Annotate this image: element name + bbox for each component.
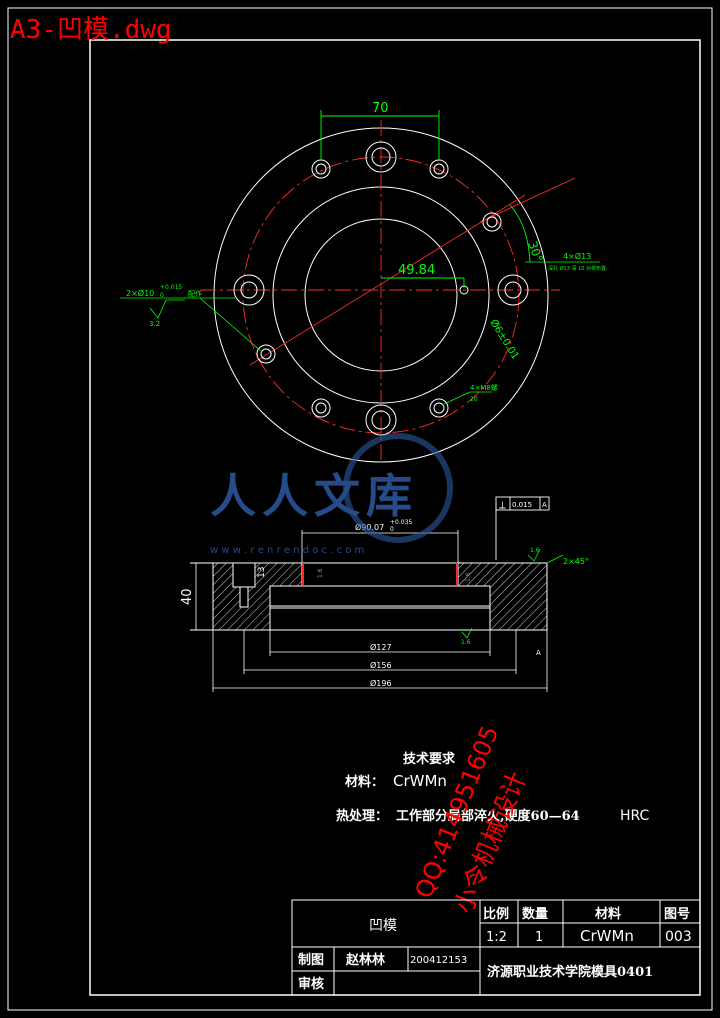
watermark-brand: 人人文库 (210, 469, 418, 523)
screw-hole-br (429, 398, 449, 418)
flatness-symbol: ⟂ (499, 500, 506, 511)
screw-hole-tl (311, 159, 331, 179)
value-qty: 1 (535, 930, 543, 945)
note-2x10: 2×Ø10 (126, 288, 154, 298)
section-left-hole-inner (239, 586, 249, 608)
hole-left (233, 274, 265, 306)
plan-view: 70 49.84 30° Ø6±0.01 4×Ø13 深孔 Ø13 深 10 对… (120, 101, 606, 463)
file-title: A3-凹模.dwg (10, 15, 172, 45)
datum-label: A (536, 649, 541, 657)
screw-hole-tr (429, 159, 449, 179)
rough-4: 1.6 (530, 547, 540, 554)
pin-hole-ll (256, 344, 276, 364)
material-label: 材料： (345, 774, 384, 790)
dim-phi90-tol2: 0 (390, 526, 394, 533)
leader-4xm8 (443, 391, 471, 405)
note-2x10-tol: +0.015 (160, 284, 182, 291)
heat-value: 工作部分局部淬火,硬度60—64 (396, 808, 580, 824)
dim-40-label: 40 (180, 588, 195, 605)
value-drawn-by: 赵林林 (345, 952, 385, 968)
flatness-value: 0.015 (512, 501, 532, 509)
dim-70-label: 70 (372, 101, 389, 116)
value-student-id: 200412153 (410, 955, 467, 966)
note-2x10-suffix: 配作 (188, 289, 202, 298)
roughness-symbol-bottom (461, 627, 473, 639)
hole-bottom (365, 404, 397, 436)
rough-3: 1.6 (461, 639, 471, 646)
dimension-phi196 (212, 630, 548, 692)
note-4x13: 4×Ø13 (563, 251, 591, 261)
label-check: 审核 (298, 976, 324, 992)
school-name: 济源职业技术学院模具0401 (487, 964, 653, 980)
header-scale: 比例 (483, 906, 509, 922)
dim-phi196-label: Ø196 (370, 678, 392, 688)
chamfer-leader (546, 554, 564, 564)
note-2x10-tol2: 0 (160, 292, 164, 299)
material-value: CrWMn (393, 772, 447, 790)
roughness-symbol-top (527, 548, 541, 562)
dimension-70 (320, 110, 440, 160)
value-scale: 1:2 (486, 930, 507, 945)
flatness-frame (495, 496, 550, 560)
dim-phi127-label: Ø127 (370, 642, 392, 652)
header-qty: 数量 (522, 906, 548, 922)
heat-label: 热处理： (336, 808, 388, 824)
part-name: 凹模 (369, 918, 397, 934)
dimension-49-84 (381, 277, 465, 288)
value-material: CrWMn (580, 927, 634, 945)
tech-req-heading: 技术要求 (403, 751, 456, 767)
chamfer-label: 2×45° (563, 557, 589, 566)
dim-phi90-label: Ø90.07 (355, 522, 384, 532)
note-4xm8-sub: 20 (470, 396, 478, 403)
watermark-url: w w w . r e n r e n d o c . c o m (210, 545, 364, 556)
roughness-symbol-left (149, 299, 185, 319)
dimension-phi156 (243, 630, 517, 674)
dim-13-label: 13 (257, 567, 267, 578)
flatness-ref: A (542, 501, 547, 509)
rough-1: 1.6 (317, 568, 324, 578)
heat-unit: HRC (620, 808, 650, 824)
angle-30-label: 30° (525, 239, 545, 264)
centerline-diagonal (249, 194, 526, 366)
section-left-hole (232, 562, 256, 588)
angle-30-arc (509, 204, 531, 263)
rough-2: 1.6 (465, 572, 472, 582)
dimension-phi90 (301, 530, 459, 563)
header-drawing-no: 图号 (664, 907, 690, 922)
dim-49-84-label: 49.84 (398, 263, 435, 278)
hole-top (365, 141, 397, 173)
leader-2x10b (199, 297, 263, 353)
label-drawn: 制图 (298, 952, 324, 968)
header-material: 材料 (595, 906, 621, 922)
screw-hole-bl (311, 398, 331, 418)
dim-phi90-tol: +0.035 (390, 519, 412, 526)
centerline-diagonal-2 (479, 177, 576, 223)
hole-right (497, 274, 529, 306)
section-view: ⟂ 0.015 A Ø90.07 +0.035 0 40 13 1.6 1.6 … (180, 496, 589, 692)
watermark-ring (343, 433, 453, 543)
renrendoc-watermark: 人人文库 w w w . r e n r e n d o c . c o m (210, 433, 453, 556)
value-drawing-no: 003 (665, 929, 692, 945)
outer-frame (7, 7, 713, 1011)
roughness-left-label: 3.2 (149, 320, 160, 328)
dimension-phi127 (269, 630, 491, 656)
title-block (291, 899, 701, 996)
note-4xm8: 4×M8螺 (470, 383, 498, 392)
dim-phi156-label: Ø156 (370, 660, 392, 670)
note-4x13-sub: 深孔 Ø13 深 10 对称布置 (548, 265, 606, 272)
pin-hole-ur (482, 212, 502, 232)
technical-requirements: 技术要求 材料： CrWMn 热处理： 工作部分局部淬火,硬度60—64 HRC (336, 751, 650, 824)
